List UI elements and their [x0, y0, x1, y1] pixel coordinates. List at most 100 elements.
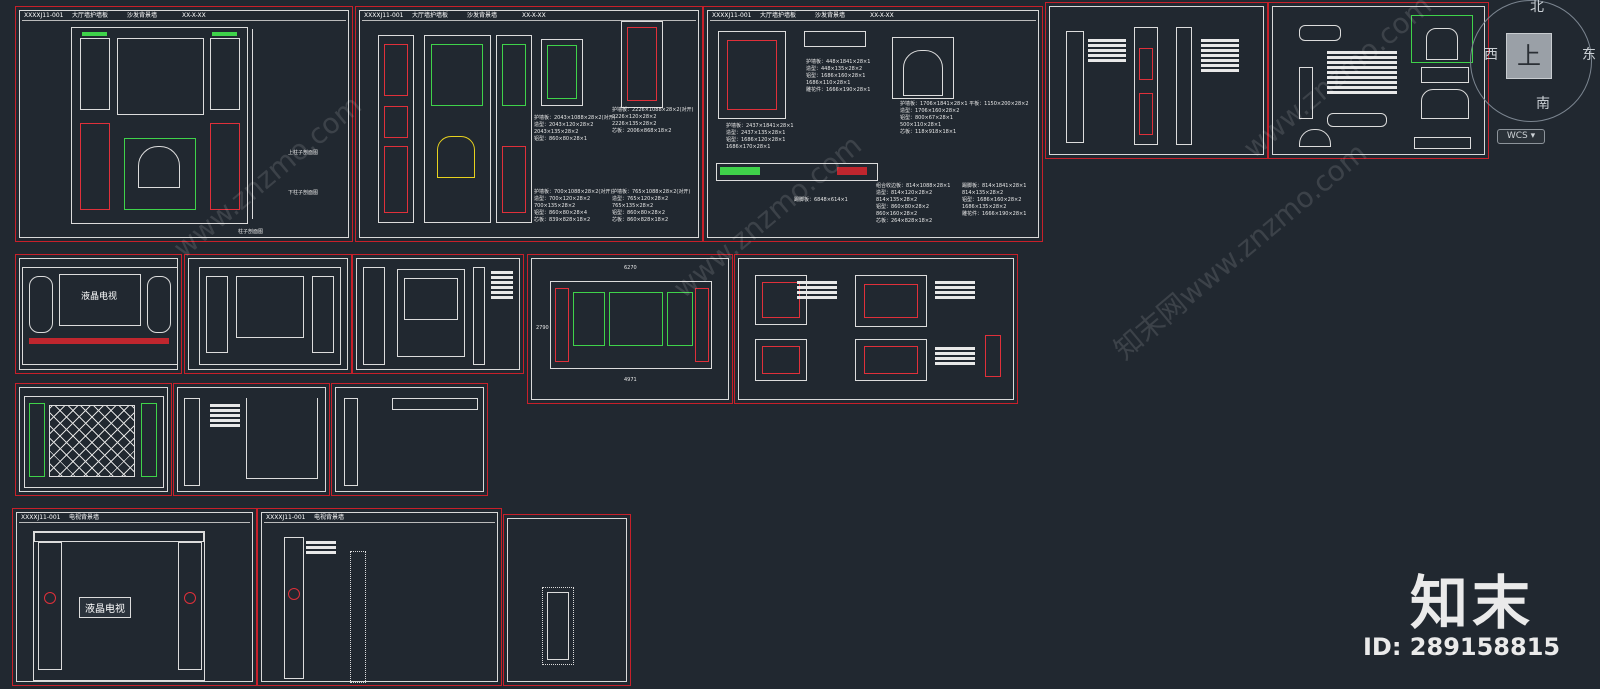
spec-list: 护墙板：1706×1841×28×1 平板：1150×200×28×2 造型：1…	[900, 101, 1029, 136]
sheet-frame	[359, 10, 699, 238]
panel-inner	[727, 40, 777, 110]
title-cell: XXXXJ11-001	[24, 12, 64, 19]
section-detail	[985, 335, 1001, 377]
column-panel	[502, 146, 526, 213]
left-panel	[573, 292, 605, 346]
green-trim	[82, 32, 107, 36]
tv-label: 液晶电视	[79, 597, 131, 618]
wall-elevation	[550, 281, 712, 369]
spec-list: 护墙板：2226×1088×28×2(对开) 2226×120×28×2 222…	[612, 107, 693, 135]
diamond-panel	[49, 405, 135, 477]
cornice-detail	[1299, 25, 1341, 41]
compass-east-label[interactable]: 东	[1582, 47, 1596, 63]
brand-logo: 知末	[1410, 569, 1535, 637]
drawing-sheet-10[interactable]	[173, 383, 330, 496]
arch-detail	[1421, 89, 1469, 119]
fireplace-arch	[138, 146, 180, 188]
side-column	[496, 35, 532, 223]
compass-south-label[interactable]: 南	[1536, 96, 1550, 112]
spec-line: 500×110×28×1	[900, 122, 942, 128]
title-cell: 沙发背景墙	[467, 12, 498, 19]
drawing-sheet-5[interactable]	[1268, 2, 1489, 159]
drawing-sheet-2[interactable]: XXXXJ11-001 大厅墙护墙板 沙发背景墙 XX-X-XX 护墙板：204…	[355, 6, 703, 242]
sheet-title-bar: XXXXJ11-001 大厅墙护墙板 沙发背景墙 XX-X-XX	[710, 12, 1036, 21]
carved-column	[38, 542, 62, 670]
center-panel	[236, 276, 304, 338]
sheet-frame	[507, 518, 627, 682]
spec-line: 1686×110×28×1	[806, 80, 851, 86]
spec-line: 2043×135×28×2	[534, 129, 579, 135]
right-panel	[667, 292, 693, 346]
detail-elevation	[855, 275, 927, 327]
drawing-sheet-tv-1[interactable]: 液晶电视	[15, 254, 182, 374]
title-cell: 沙发背景墙	[127, 12, 158, 19]
drawing-sheet-1[interactable]: XXXXJ11-001 大厅墙护墙板 沙发背景墙 XX-X-XX 上柱子剖面图 …	[15, 6, 353, 242]
base-profile	[1414, 137, 1471, 149]
tv-wall-elevation	[33, 531, 205, 681]
drawing-sheet-bottom-1[interactable]: XXXXJ11-001 电视背景墙 液晶电视	[12, 508, 257, 686]
column-panel	[1139, 93, 1153, 135]
title-cell: XXXXJ11-001	[364, 12, 404, 19]
spec-list: 组合收边板：814×1088×28×1 造型：814×120×28×2 814×…	[876, 183, 950, 225]
column-elevation	[363, 267, 385, 365]
section-note: 下柱子剖面图	[288, 190, 319, 196]
wcs-dropdown[interactable]: WCS ▾	[1497, 129, 1545, 144]
dimension-line	[252, 29, 253, 219]
compass-west-label[interactable]: 西	[1484, 47, 1498, 63]
drawing-sheet-bottom-3[interactable]	[503, 514, 631, 686]
drawing-sheet-3[interactable]: XXXXJ11-001 大厅墙护墙板 沙发背景墙 XX-X-XX 护墙板：243…	[703, 6, 1043, 242]
drawing-sheet-bottom-2[interactable]: XXXXJ11-001 电视背景墙	[257, 508, 502, 686]
spec-line: 护墙板：448×1841×28×1	[806, 59, 871, 65]
note-block	[491, 269, 513, 301]
note-block	[1327, 49, 1397, 96]
title-cell: 大厅墙护墙板	[412, 12, 449, 19]
spec-line: 踢脚板：814×1841×28×1	[962, 183, 1027, 189]
fireplace-opening	[1426, 28, 1458, 60]
spec-line: 765×135×28×2	[612, 203, 654, 209]
spec-line: 护墙板：2226×1088×28×2(对开)	[612, 107, 694, 113]
red-trim	[29, 338, 169, 344]
compass-north-label[interactable]: 北	[1530, 0, 1544, 15]
tv-wall-elevation	[22, 267, 178, 365]
rosette	[288, 588, 300, 600]
spec-line: 造型：1706×160×28×2	[900, 108, 960, 114]
fireplace-surround	[124, 138, 196, 210]
column-panel	[384, 106, 408, 138]
spec-line: 造型：814×120×28×2	[876, 190, 933, 196]
drawing-sheet-6[interactable]	[184, 254, 352, 374]
drawing-sheet-large[interactable]: 6270 2790 4971	[527, 254, 733, 404]
note-block	[935, 279, 975, 301]
spec-line: 护墙板：765×1088×28×2(对开)	[612, 189, 691, 195]
detail-elevation	[755, 275, 807, 325]
left-lower-panel	[80, 123, 110, 210]
cornice-detail	[804, 31, 866, 47]
column-elevation	[344, 398, 358, 486]
spec-line: 814×135×28×2	[876, 197, 918, 203]
sheet-frame	[707, 10, 1039, 238]
view-cube-top[interactable]: 上	[1506, 33, 1552, 79]
side-column	[141, 403, 157, 477]
top-beam	[34, 532, 204, 542]
drawing-sheet-7[interactable]	[352, 254, 524, 374]
note-block	[1201, 37, 1239, 74]
spec-line: 1686×170×28×1	[726, 144, 771, 150]
title-cell: 大厅墙护墙板	[760, 12, 797, 19]
note-block	[935, 345, 975, 367]
panel-elevation	[718, 31, 786, 119]
dimension-bottom: 4971	[624, 377, 637, 383]
arch-niche	[437, 136, 475, 178]
spec-line: 860×160×28×2	[876, 211, 918, 217]
carved-detail	[350, 551, 366, 683]
tv-panel	[59, 274, 141, 326]
spec-line: 护墙板：2043×1088×28×2(对开)	[534, 115, 616, 121]
column-panel	[384, 44, 408, 96]
drawing-sheet-9[interactable]	[15, 383, 172, 496]
right-lower-panel	[210, 123, 240, 210]
note-block	[1088, 37, 1126, 64]
drawing-sheet-8[interactable]	[734, 254, 1018, 404]
spec-line: 铝型：860×80×28×1	[534, 136, 588, 142]
drawing-sheet-4[interactable]	[1045, 2, 1268, 159]
view-compass[interactable]: 上	[1470, 0, 1592, 122]
column-panel	[1139, 48, 1153, 80]
drawing-sheet-11[interactable]	[331, 383, 488, 496]
